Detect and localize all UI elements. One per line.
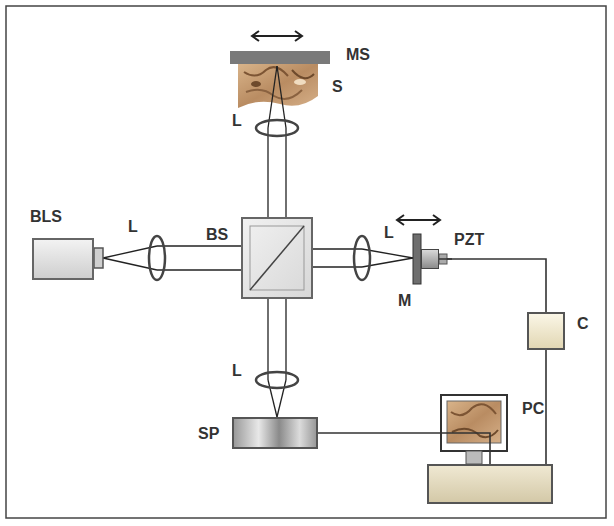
mirror (413, 234, 421, 284)
controller-box: C (527, 312, 565, 350)
part-label: L (232, 362, 242, 380)
monitor (441, 395, 507, 464)
light-source-box: BLS (32, 238, 94, 280)
computer-base: PC (427, 464, 553, 504)
part-label: BS (206, 226, 228, 244)
beam-splitter (242, 218, 312, 298)
node-label: PZT (454, 231, 484, 249)
node-label: C (577, 315, 589, 333)
light-beam (103, 66, 413, 417)
move-arrow (397, 215, 440, 225)
part-label: L (384, 224, 394, 242)
node-label: PC (522, 400, 544, 418)
part-label: L (232, 112, 242, 130)
node-label: BLS (30, 208, 62, 226)
source-nozzle (94, 248, 103, 268)
spectrometer-box: SP (232, 417, 318, 449)
part-label: M (398, 292, 411, 310)
part-label: L (128, 218, 138, 236)
part-label: S (332, 78, 343, 96)
move-arrow (252, 31, 302, 41)
lens (149, 120, 370, 388)
part-label: MS (346, 46, 370, 64)
signal-wire (318, 433, 490, 464)
moving-stage (230, 51, 330, 64)
pzt-actuator: PZT (421, 249, 439, 269)
signal-wire (439, 259, 546, 312)
node-label: SP (198, 425, 219, 443)
signal-wire (546, 350, 547, 464)
frame (6, 6, 606, 518)
